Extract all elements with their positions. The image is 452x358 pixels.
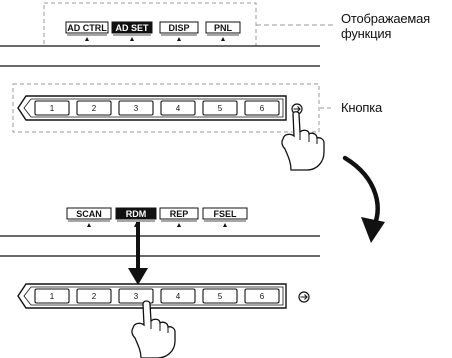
bottom-button-label-4: 4	[176, 292, 181, 301]
top-function-2: AD SET	[111, 21, 153, 41]
button-label: Кнопка	[341, 100, 382, 115]
bottom-function-tick-3	[177, 223, 181, 227]
bottom-function-tick-4	[223, 223, 227, 227]
top-button-label-4: 4	[176, 104, 181, 113]
top-function-tick-1	[85, 37, 89, 41]
bottom-button-2[interactable]: 2	[76, 288, 112, 304]
top-function-label-1: AD CTRL	[67, 23, 107, 33]
top-button-strip-inner	[23, 98, 284, 118]
top-function-3: DISP	[159, 21, 199, 41]
bottom-button-strip	[17, 283, 287, 309]
bottom-function-tick-1	[87, 223, 91, 227]
button-callout-box	[12, 83, 320, 133]
bottom-button-4[interactable]: 4	[160, 288, 196, 304]
pointing-hand-icon	[281, 111, 325, 171]
top-button-label-6: 6	[260, 104, 265, 113]
top-button-6[interactable]: 6	[244, 100, 280, 116]
top-button-1[interactable]: 1	[34, 100, 70, 116]
bottom-function-label-3: REP	[170, 209, 189, 219]
bottom-function-1: SCAN	[66, 207, 112, 227]
bottom-function-4: FSEL	[202, 207, 248, 227]
bottom-function-label-4: FSEL	[213, 209, 237, 219]
bottom-button-1[interactable]: 1	[34, 288, 70, 304]
top-button-4[interactable]: 4	[160, 100, 196, 116]
top-function-1: AD CTRL	[65, 21, 109, 41]
pressing-hand-icon	[131, 300, 176, 358]
top-function-label-3: DISP	[168, 23, 189, 33]
bottom-button-3[interactable]: 3	[118, 288, 154, 304]
bottom-button-6[interactable]: 6	[244, 288, 280, 304]
bottom-function-3: REP	[159, 207, 199, 227]
bottom-button-label-6: 6	[260, 292, 265, 301]
bottom-button-strip-inner	[23, 286, 284, 306]
bottom-function-label-2: RDM	[126, 209, 147, 219]
top-function-tick-2	[130, 37, 134, 41]
bottom-button-label-5: 5	[218, 292, 223, 301]
bottom-arrow-button[interactable]	[298, 291, 310, 303]
top-button-label-5: 5	[218, 104, 223, 113]
top-button-label-3: 3	[134, 104, 139, 113]
top-button-5[interactable]: 5	[202, 100, 238, 116]
display-function-label-line1: Отображаемая	[341, 11, 431, 26]
curved-arrow-down-icon	[342, 155, 385, 243]
top-button-2[interactable]: 2	[76, 100, 112, 116]
bottom-button-label-1: 1	[50, 292, 55, 301]
top-function-4: PNL	[205, 21, 241, 41]
top-function-label-4: PNL	[214, 23, 233, 33]
top-button-row: 1 2 3 4 5 6	[34, 100, 280, 116]
down-arrow-icon	[128, 222, 148, 285]
button-label-text: Кнопка	[341, 100, 383, 115]
bottom-function-label-1: SCAN	[76, 209, 102, 219]
top-function-row: AD CTRL AD SET DISP PNL	[65, 21, 241, 41]
top-button-label-1: 1	[50, 104, 55, 113]
top-button-strip	[17, 95, 287, 121]
top-function-tick-3	[177, 37, 181, 41]
top-function-tick-4	[221, 37, 225, 41]
bottom-button-label-2: 2	[92, 292, 97, 301]
bottom-button-5[interactable]: 5	[202, 288, 238, 304]
bottom-button-row: 1 2 3 4 5 6	[34, 288, 280, 304]
display-function-label: Отображаемая функция	[341, 11, 430, 41]
display-function-label-line2: функция	[341, 26, 392, 41]
bottom-function-row: SCAN RDM REP FSEL	[66, 207, 248, 227]
bottom-button-label-3: 3	[134, 292, 139, 301]
top-function-label-2: AD SET	[115, 23, 149, 33]
top-button-label-2: 2	[92, 104, 97, 113]
top-button-3[interactable]: 3	[118, 100, 154, 116]
